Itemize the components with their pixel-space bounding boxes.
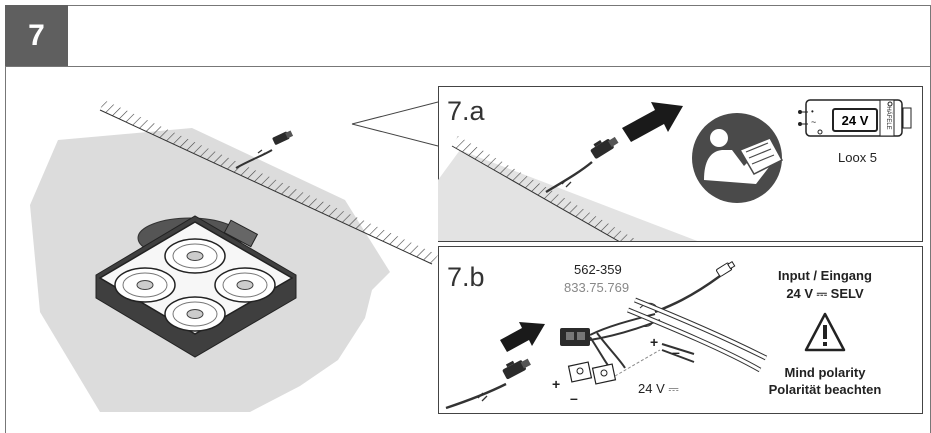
lens-right	[214, 267, 276, 303]
voltage-label: 24 V ⎓	[638, 381, 679, 396]
svg-text:~: ~	[811, 117, 816, 127]
plus-sign-lower: +	[552, 376, 561, 392]
input-spec: 24 V ⎓ SELV	[786, 286, 864, 301]
terminal-blocks	[567, 361, 617, 385]
svg-text:HÄFELE: HÄFELE	[885, 106, 892, 129]
part-number: 562-359	[574, 262, 622, 277]
wall-connector	[272, 130, 294, 145]
svg-text:•: •	[811, 107, 814, 116]
main-illustration	[30, 100, 438, 412]
panel-7b-label: 7.b	[447, 262, 485, 292]
adapter-connector	[560, 328, 590, 346]
panel-7a-label: 7.a	[447, 96, 485, 126]
driver-voltage-label: 24 V	[832, 108, 878, 132]
arrow-icon	[500, 322, 545, 352]
part-number-alt: 833.75.769	[564, 280, 630, 295]
read-manual-icon	[692, 113, 784, 203]
step-number-badge: 7	[5, 5, 68, 66]
lens-bottom	[164, 296, 226, 332]
driver-name-label: Loox 5	[838, 150, 878, 165]
minus-sign-upper: –	[672, 344, 680, 360]
wall-cable	[235, 149, 273, 169]
warning-icon	[804, 312, 846, 352]
lens-top	[164, 238, 226, 274]
luminaire	[95, 215, 297, 358]
warning-text-en: Mind polarity	[784, 365, 866, 380]
plus-sign-upper: +	[650, 334, 659, 350]
minus-sign-lower: –	[570, 390, 578, 406]
callout-pointer	[351, 101, 439, 147]
lens-left	[114, 267, 176, 303]
panel-7b	[438, 246, 923, 414]
arrow-icon	[622, 102, 683, 142]
wall-hatching	[100, 100, 438, 264]
input-label: Input / Eingang	[778, 268, 872, 283]
warning-text-de: Polarität beachten	[768, 382, 882, 397]
